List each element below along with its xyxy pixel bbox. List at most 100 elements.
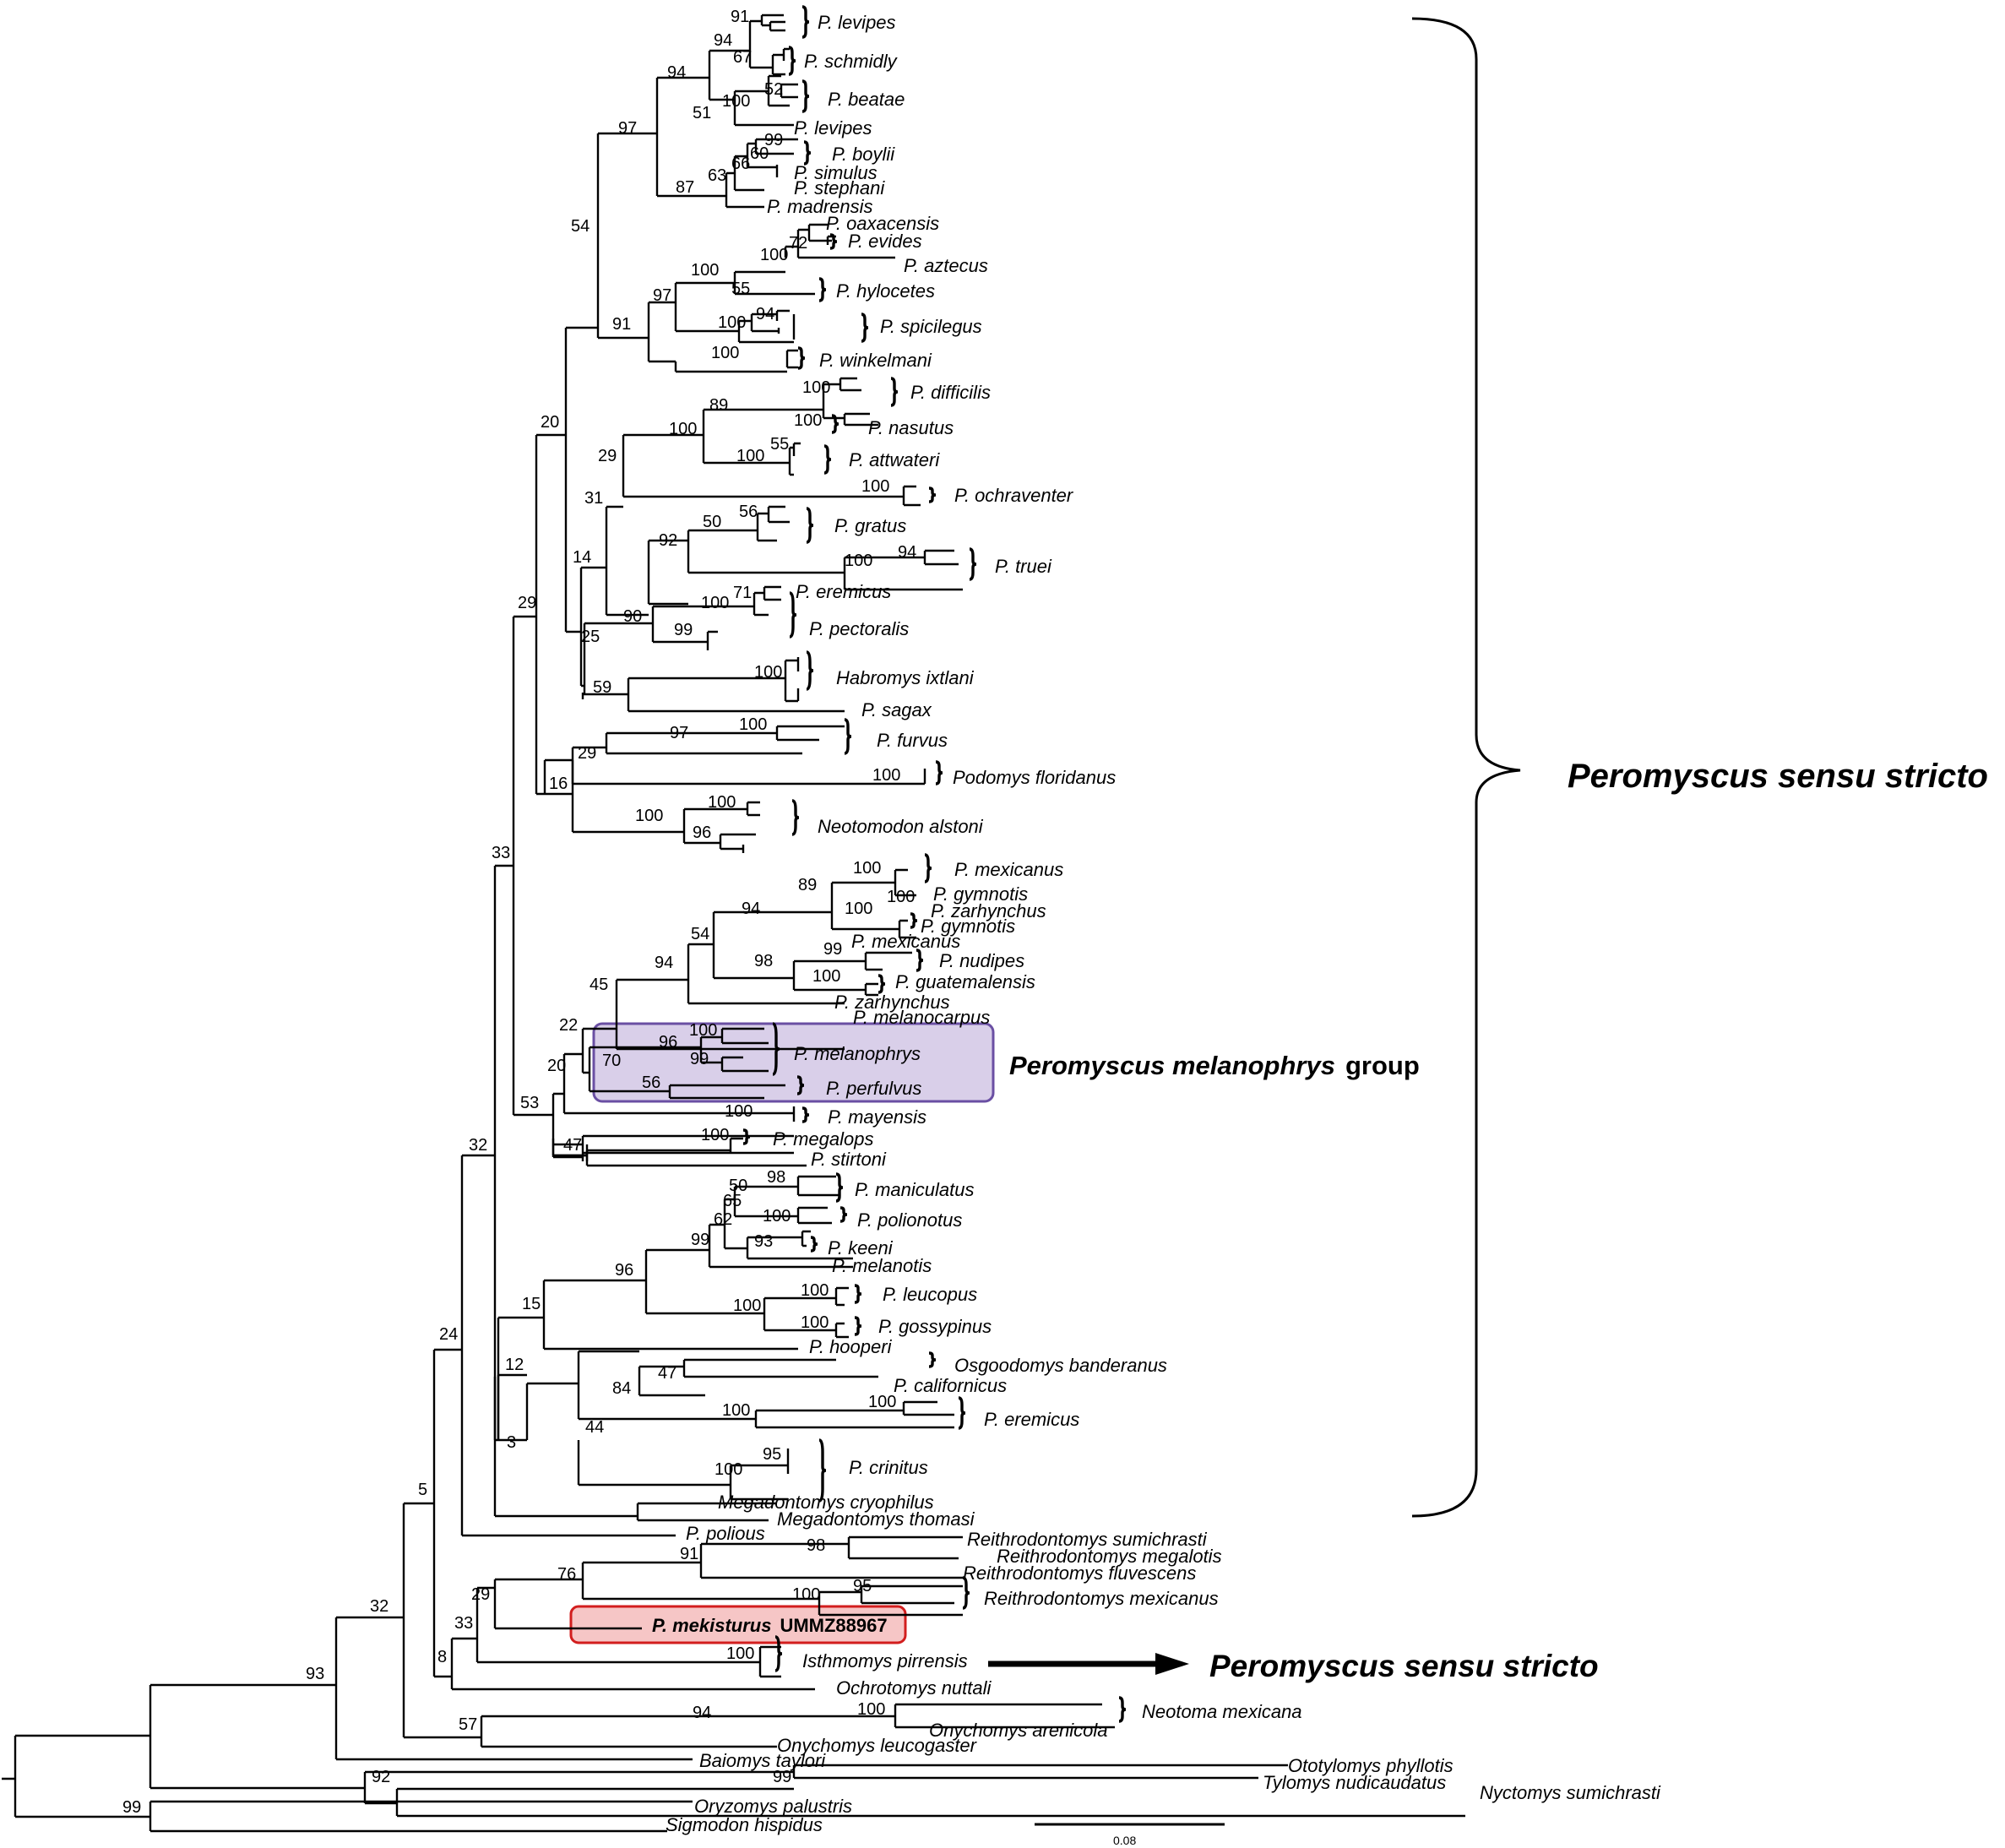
support-value: 76	[557, 1565, 576, 1584]
support-value: 100	[794, 411, 822, 430]
support-value: 71	[733, 584, 752, 602]
support-value: 91	[731, 8, 749, 26]
support-value: 8	[437, 1648, 447, 1666]
support-value: 62	[714, 1210, 732, 1229]
tip-label: P. maniculatus	[855, 1179, 974, 1200]
support-value: 45	[590, 976, 608, 994]
support-value: 59	[593, 678, 611, 697]
tip-label: P. stephani	[794, 177, 885, 198]
support-value: 32	[370, 1597, 389, 1616]
support-value: 32	[469, 1136, 487, 1155]
support-value: 100	[736, 447, 764, 465]
tip-label: P. leucopus	[883, 1284, 977, 1305]
support-value: 29	[471, 1585, 490, 1604]
support-value: 100	[792, 1585, 820, 1604]
tip-label: Neotomodon alstoni	[818, 816, 984, 837]
support-value: 99	[773, 1768, 791, 1786]
support-value: 100	[754, 663, 782, 682]
support-value: 95	[853, 1577, 872, 1595]
tip-label: P. hooperi	[809, 1336, 893, 1357]
tip-label: P. nasutus	[868, 417, 954, 438]
tip-label: P. pectoralis	[809, 618, 909, 639]
melanophrys-group-name: Peromyscus melanophrys	[1009, 1051, 1335, 1080]
tip-label: Oryzomys palustris	[694, 1796, 852, 1817]
tip-label: P. nudipes	[939, 950, 1024, 971]
tip-label: P. gossypinus	[878, 1316, 992, 1337]
support-value: 70	[602, 1052, 621, 1070]
tip-label: P. mayensis	[828, 1106, 926, 1128]
melanophrys-group-highlight	[592, 1022, 995, 1103]
support-value: 54	[691, 925, 709, 943]
tree-branches	[2, 14, 1465, 1833]
support-value: 99	[674, 621, 693, 639]
support-value: 50	[703, 513, 721, 531]
tip-label: P. gratus	[834, 515, 906, 536]
support-value: 100	[711, 344, 739, 362]
tip-label: P. attwateri	[849, 449, 940, 470]
tip-label: Osgoodomys banderanus	[954, 1355, 1167, 1376]
support-value: 56	[642, 1073, 660, 1092]
mekisturus-name: P. mekisturus	[652, 1615, 771, 1636]
support-value: 97	[618, 119, 637, 138]
tip-label: P. eremicus	[796, 581, 891, 602]
support-value: 98	[807, 1536, 825, 1555]
support-value: 33	[454, 1614, 473, 1633]
tip-label: P. melanocarpus	[853, 1007, 990, 1028]
support-value: 55	[770, 435, 789, 454]
support-value: 87	[676, 178, 694, 197]
tip-label: P. winkelmani	[819, 350, 932, 371]
tip-label: Ototylomys phyllotis	[1288, 1755, 1453, 1776]
support-value: 99	[122, 1798, 141, 1817]
tip-label: P. stirtoni	[811, 1149, 887, 1170]
tip-label: P. megalops	[773, 1128, 873, 1150]
support-value: 100	[763, 1207, 791, 1226]
support-value: 93	[306, 1665, 324, 1683]
support-value: 100	[715, 1460, 742, 1479]
support-value: 96	[693, 823, 711, 842]
tip-label: Megadontomys thomasi	[777, 1508, 975, 1530]
tip-label: P. evides	[848, 231, 922, 252]
mekisturus-specimen-id: UMMZ88967	[780, 1615, 887, 1636]
tip-label: Sigmodon hispidus	[666, 1814, 823, 1835]
support-value: 29	[598, 447, 617, 465]
support-value: 91	[612, 315, 631, 334]
support-value: 100	[689, 1021, 717, 1040]
tip-label: Megadontomys cryophilus	[718, 1492, 934, 1513]
tip-label: P. levipes	[818, 12, 896, 33]
support-value: 12	[505, 1356, 524, 1374]
tip-label: P. melanophrys	[794, 1043, 921, 1064]
support-value: 100	[801, 1313, 829, 1332]
support-value: 14	[573, 548, 591, 567]
support-value: 5	[418, 1481, 427, 1499]
tip-label: P. aztecus	[904, 255, 988, 276]
support-value: 47	[563, 1136, 582, 1155]
support-value: 96	[615, 1261, 633, 1280]
sensu-stricto-arrow-label: Peromyscus sensu stricto	[1209, 1649, 1599, 1683]
support-value: 100	[812, 967, 840, 986]
tip-label: P. mexicanus	[851, 931, 960, 952]
support-value: 50	[729, 1177, 747, 1195]
support-value: 100	[887, 888, 915, 906]
support-value: 29	[578, 744, 596, 763]
support-value: 99	[691, 1231, 709, 1249]
tip-label: Baiomys taylori	[699, 1750, 826, 1771]
tip-label: P. schmidly	[804, 51, 899, 72]
tip-label: P. levipes	[794, 117, 872, 139]
support-value: 98	[754, 952, 773, 970]
support-value: 25	[581, 628, 600, 646]
support-value: 95	[763, 1445, 781, 1464]
support-value: 93	[754, 1232, 773, 1251]
support-value: 29	[518, 594, 536, 612]
support-value: 94	[742, 900, 760, 918]
support-value: 100	[722, 1401, 750, 1420]
support-value: 92	[659, 531, 677, 550]
scale-bar-label: 0.08	[1113, 1834, 1136, 1847]
tip-label: P. sagax	[861, 699, 932, 720]
tip-label: P. zarhynchus	[931, 900, 1046, 921]
support-value: 90	[623, 607, 642, 626]
tip-label: Ochrotomys nuttali	[836, 1677, 992, 1699]
support-value: 96	[659, 1033, 677, 1052]
support-value: 44	[585, 1418, 604, 1437]
support-value: 100	[868, 1393, 896, 1411]
